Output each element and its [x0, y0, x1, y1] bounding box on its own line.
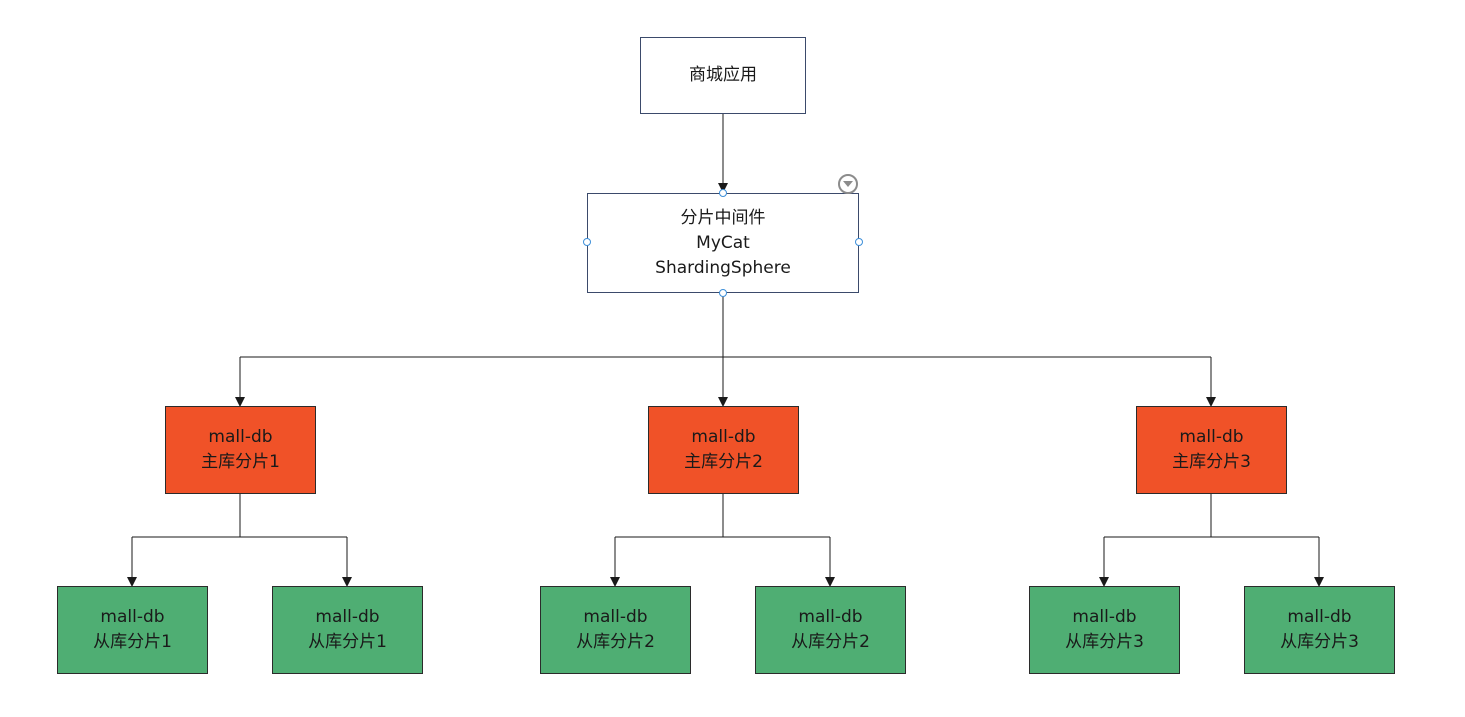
middleware-node-label-3: ShardingSphere [655, 257, 791, 278]
slave-node-2b[interactable]: mall-db 从库分片2 [755, 586, 906, 674]
chevron-down-circle-icon[interactable] [838, 174, 858, 194]
slave-node-3b[interactable]: mall-db 从库分片3 [1244, 586, 1395, 674]
middleware-node-label-1: 分片中间件 [680, 207, 766, 228]
slave-node-3a-label-2: 从库分片3 [1065, 632, 1144, 652]
slave-node-2a-label-2: 从库分片2 [576, 632, 655, 652]
slave-node-1a-label-2: 从库分片1 [93, 632, 172, 652]
master-node-2-label-2: 主库分片2 [684, 452, 763, 472]
slave-node-3b-label-1: mall-db [1287, 607, 1352, 627]
slave-node-3b-label-2: 从库分片3 [1280, 632, 1359, 652]
connector-master-3-trunk [1104, 494, 1319, 538]
master-node-1-label-1: mall-db [208, 427, 273, 447]
app-node-label: 商城应用 [689, 65, 757, 85]
middleware-node[interactable]: 分片中间件 MyCat ShardingSphere [587, 193, 859, 293]
master-node-2-label-1: mall-db [691, 427, 756, 447]
selection-handle-right[interactable] [855, 238, 863, 246]
selection-handle-left[interactable] [583, 238, 591, 246]
master-node-2[interactable]: mall-db 主库分片2 [648, 406, 799, 494]
app-node[interactable]: 商城应用 [640, 37, 806, 114]
slave-node-1b-label-1: mall-db [315, 607, 380, 627]
slave-node-1b-label-2: 从库分片1 [308, 632, 387, 652]
slave-node-1a[interactable]: mall-db 从库分片1 [57, 586, 208, 674]
selection-handle-bottom[interactable] [719, 289, 727, 297]
master-node-3-label-2: 主库分片3 [1172, 452, 1251, 472]
slave-node-2b-label-2: 从库分片2 [791, 632, 870, 652]
master-node-1[interactable]: mall-db 主库分片1 [165, 406, 316, 494]
connector-master-1-trunk [132, 494, 347, 538]
selection-handle-top[interactable] [719, 189, 727, 197]
middleware-node-label-2: MyCat [696, 232, 750, 253]
slave-node-3a[interactable]: mall-db 从库分片3 [1029, 586, 1180, 674]
slave-node-1a-label-1: mall-db [100, 607, 165, 627]
master-node-1-label-2: 主库分片1 [201, 452, 280, 472]
slave-node-2a[interactable]: mall-db 从库分片2 [540, 586, 691, 674]
slave-node-3a-label-1: mall-db [1072, 607, 1137, 627]
master-node-3-label-1: mall-db [1179, 427, 1244, 447]
master-node-3[interactable]: mall-db 主库分片3 [1136, 406, 1287, 494]
connector-master-2-trunk [615, 494, 830, 538]
slave-node-1b[interactable]: mall-db 从库分片1 [272, 586, 423, 674]
slave-node-2a-label-1: mall-db [583, 607, 648, 627]
slave-node-2b-label-1: mall-db [798, 607, 863, 627]
